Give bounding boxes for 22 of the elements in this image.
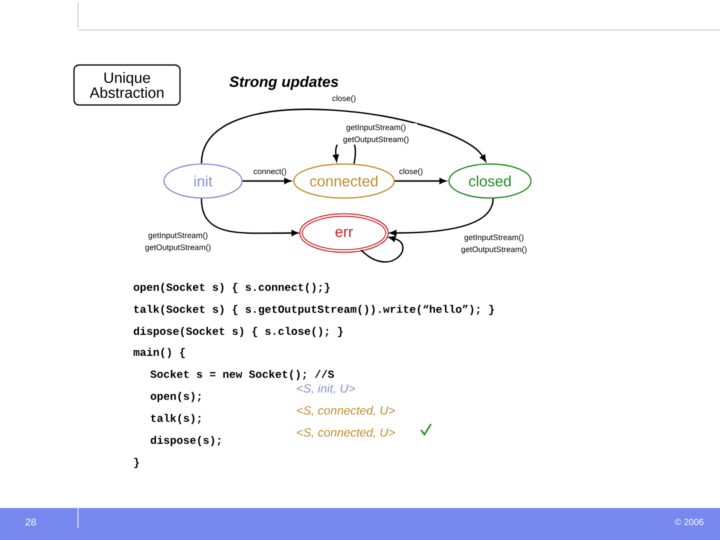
code-line: open(s); — [150, 392, 201, 402]
page-number: 28 — [26, 518, 36, 526]
code-line: open(Socket s) { s.connect();} — [134, 282, 330, 294]
state-annotation: <S, init, U> — [296, 384, 355, 394]
code-line: dispose(s); — [150, 436, 220, 446]
state-annotation: <S, connected, U> — [296, 428, 395, 438]
arrow — [242, 178, 292, 184]
arrow — [394, 178, 446, 184]
arrow — [360, 236, 404, 262]
arrow — [200, 198, 298, 236]
heading: Strong updates — [229, 76, 338, 90]
code-line: Socket s = new Socket(); //S — [150, 370, 334, 380]
abstraction-box: Unique Abstraction — [73, 64, 181, 106]
state-annotation: <S, connected, U> — [296, 406, 395, 416]
arrow — [390, 198, 494, 236]
code-line: talk(Socket s) { s.getOutputStream()).write(“hello”); } — [134, 304, 494, 316]
code-line: main() { — [134, 348, 185, 358]
code-line: talk(s); — [151, 414, 201, 424]
copyright-note: © 2006 — [674, 518, 704, 526]
code-line: dispose(Socket s) { s.close(); } — [134, 326, 343, 338]
arrow — [200, 108, 486, 164]
code-line: } — [134, 458, 139, 468]
